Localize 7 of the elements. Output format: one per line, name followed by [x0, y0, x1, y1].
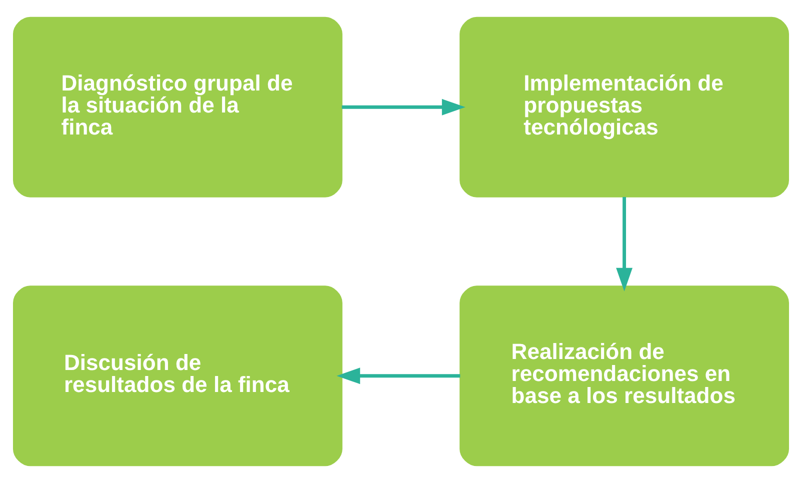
- arrow: [616, 196, 633, 291]
- arrow: [336, 367, 460, 384]
- node-box: Realización de recomendaciones en base a los resultados: [460, 285, 790, 466]
- arrow: [342, 98, 466, 115]
- node-box: Diagnóstico grupal de la situación de la finca: [12, 16, 342, 197]
- node-box: Discusión de resultados de la finca: [12, 285, 342, 466]
- node-box: Implementación de propuestas tecnólogicas: [460, 16, 790, 197]
